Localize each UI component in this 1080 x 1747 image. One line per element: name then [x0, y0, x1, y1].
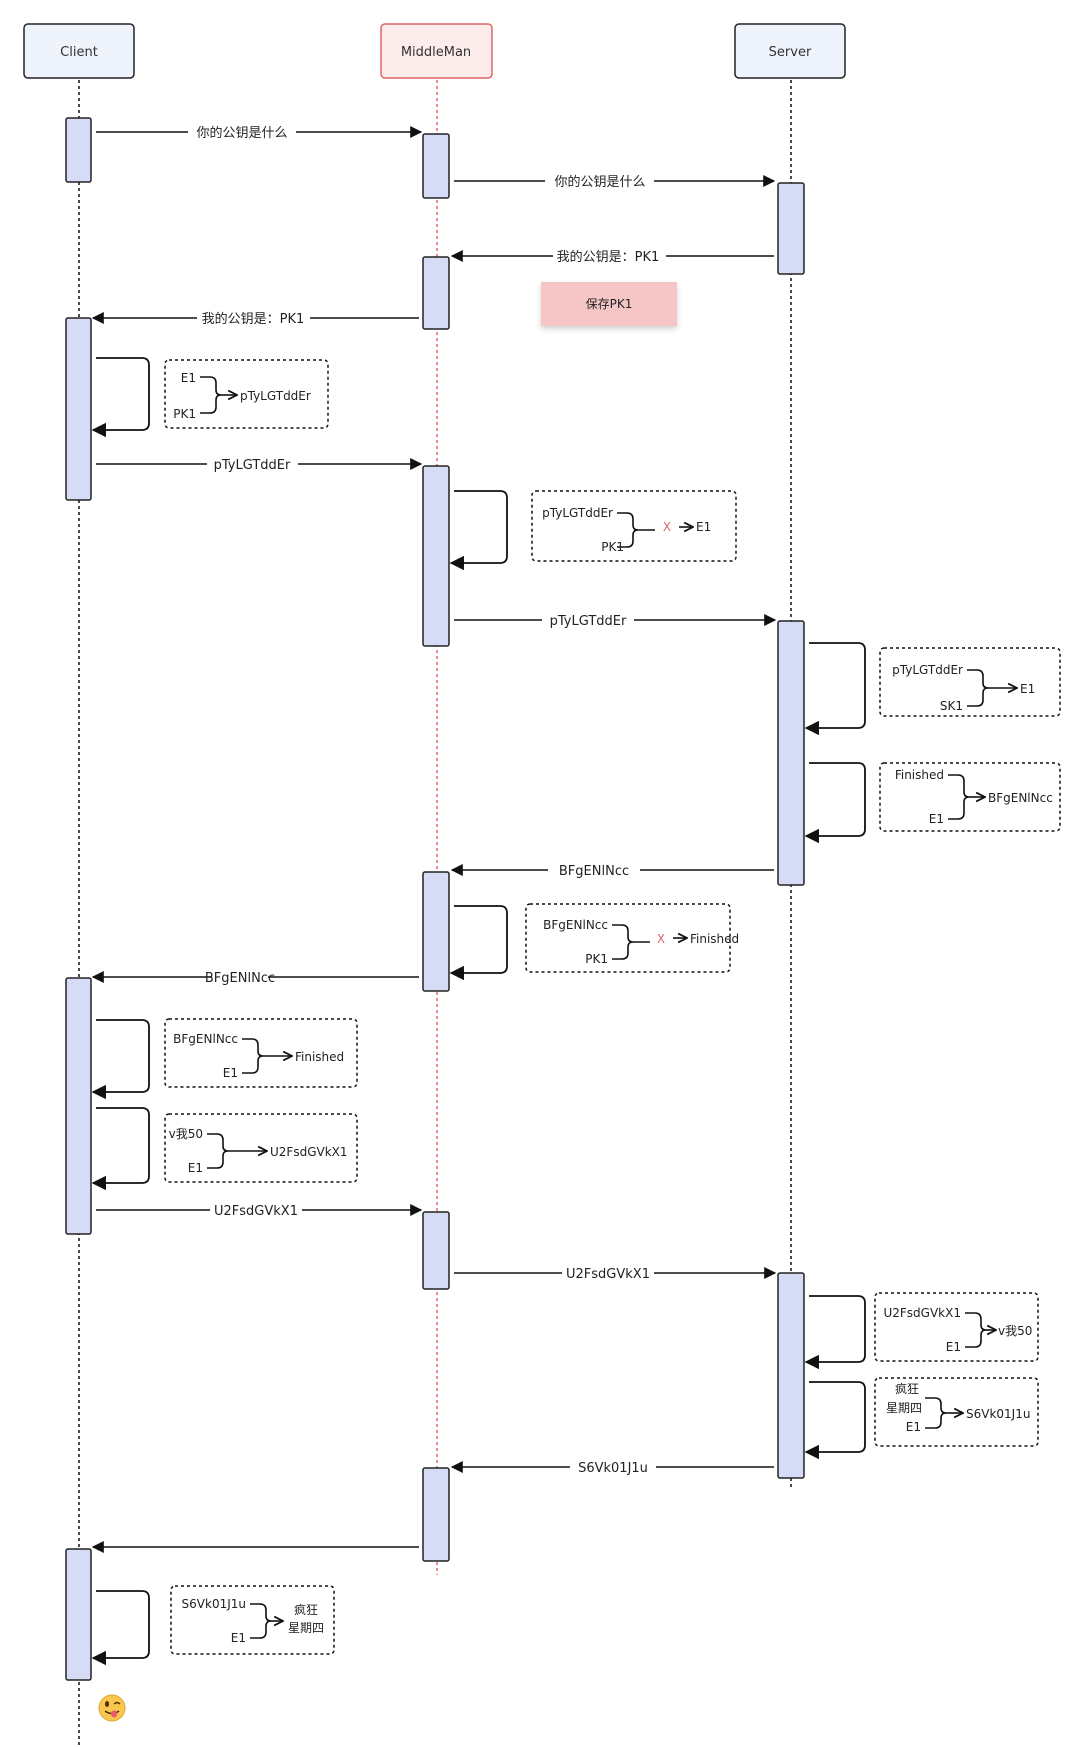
- note-text: v我50: [169, 1127, 203, 1141]
- note-text: E1: [1020, 682, 1035, 696]
- note-text: 疯狂: [895, 1381, 919, 1396]
- note-cross: X: [657, 932, 665, 946]
- message-label: 我的公钥是：PK1: [557, 249, 660, 265]
- actor-server[interactable]: Server: [734, 23, 846, 79]
- note-text: E1: [188, 1161, 203, 1175]
- note-text: 星期四: [886, 1401, 922, 1415]
- note-text: pTyLGTddEr: [542, 506, 613, 520]
- note-text: S6Vk01J1u: [182, 1597, 246, 1611]
- sticky-note[interactable]: 保存PK1: [541, 282, 677, 326]
- message-label: 你的公钥是什么: [554, 174, 645, 190]
- note-text: Finished: [895, 768, 944, 782]
- message-label: U2FsdGVkX1: [566, 1267, 650, 1282]
- note-text: pTyLGTddEr: [240, 389, 311, 403]
- note-cross: X: [663, 520, 671, 534]
- note-box: [531, 490, 737, 562]
- server-activation: [777, 1272, 805, 1479]
- note-text: pTyLGTddEr: [892, 663, 963, 677]
- actor-middleman[interactable]: MiddleMan: [380, 23, 493, 79]
- note-text: 疯狂: [294, 1602, 318, 1617]
- server-activation: [777, 182, 805, 275]
- message-label: 你的公钥是什么: [196, 125, 287, 141]
- note-text: E1: [181, 371, 196, 385]
- message-label: S6Vk01J1u: [578, 1461, 648, 1476]
- middleman-activation: [422, 1467, 450, 1562]
- middleman-activation: [422, 1211, 450, 1290]
- client-activation: [65, 977, 92, 1235]
- message-label: pTyLGTddEr: [214, 458, 291, 473]
- message-label: U2FsdGVkX1: [214, 1204, 298, 1219]
- message-label: 我的公钥是：PK1: [202, 311, 305, 327]
- server-activation: [777, 620, 805, 886]
- note-text: S6Vk01J1u: [966, 1407, 1030, 1421]
- note-text: E1: [929, 812, 944, 826]
- note-text: E1: [906, 1420, 921, 1434]
- note-text: E1: [223, 1066, 238, 1080]
- message-label: BFgENlNcc: [205, 971, 275, 986]
- note-text: PK1: [601, 540, 624, 554]
- winking-tongue-face-icon: [98, 1694, 126, 1722]
- actor-server-label: Server: [769, 45, 812, 60]
- client-activation: [65, 1548, 92, 1681]
- note-text: PK1: [173, 407, 196, 421]
- sticky-note-text: 保存PK1: [586, 297, 633, 311]
- middleman-activation: [422, 256, 450, 330]
- note-text: E1: [231, 1631, 246, 1645]
- note-text: PK1: [585, 952, 608, 966]
- note-text: Finished: [295, 1050, 344, 1064]
- message-label: BFgENlNcc: [559, 864, 629, 879]
- actor-client-label: Client: [60, 45, 98, 60]
- note-box: [170, 1585, 335, 1655]
- actor-client[interactable]: Client: [23, 23, 135, 79]
- note-text: BFgENlNcc: [988, 791, 1053, 805]
- note-text: E1: [696, 520, 711, 534]
- note-text: E1: [946, 1340, 961, 1354]
- note-text: BFgENlNcc: [543, 918, 608, 932]
- client-activation: [65, 317, 92, 501]
- note-text: U2FsdGVkX1: [883, 1306, 961, 1320]
- note-text: SK1: [940, 699, 963, 713]
- note-box: [164, 1018, 358, 1088]
- note-text: 星期四: [288, 1621, 324, 1635]
- client-activation: [65, 117, 92, 183]
- message-label: pTyLGTddEr: [550, 614, 627, 629]
- middleman-activation: [422, 465, 450, 647]
- middleman-activation: [422, 133, 450, 199]
- note-text: Finished: [690, 932, 739, 946]
- middleman-activation: [422, 871, 450, 992]
- note-box: [879, 647, 1061, 717]
- actor-middleman-label: MiddleMan: [401, 45, 471, 60]
- note-text: v我50: [998, 1324, 1032, 1338]
- note-box: [874, 1292, 1039, 1362]
- note-text: BFgENlNcc: [173, 1032, 238, 1046]
- note-text: U2FsdGVkX1: [270, 1145, 348, 1159]
